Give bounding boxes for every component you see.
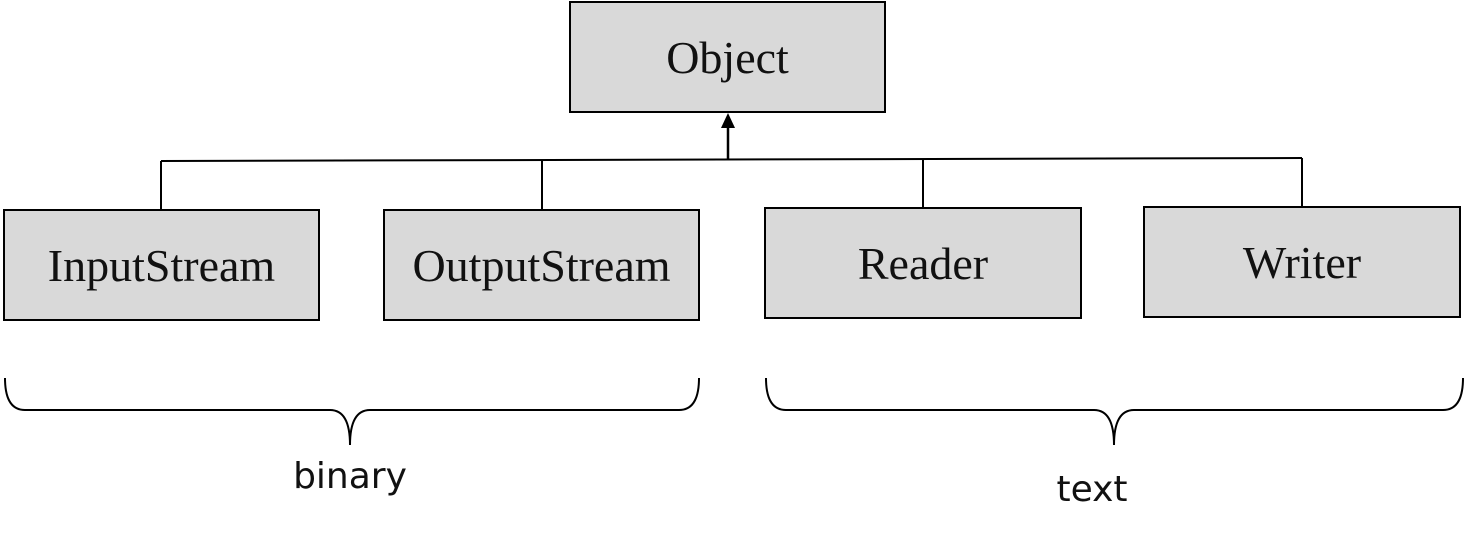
brace-binary (4, 377, 700, 446)
reader-class-box: Reader (764, 207, 1082, 319)
bus-line (160, 157, 1303, 162)
writer-class-box: Writer (1143, 206, 1461, 318)
inheritance-arrowhead (721, 113, 735, 128)
inputstream-class-box: InputStream (3, 209, 320, 321)
brace-text (765, 377, 1464, 446)
outputstream-class-box: OutputStream (383, 209, 700, 321)
text-group-label: text (1056, 469, 1128, 510)
object-class-box: Object (569, 1, 886, 113)
binary-group-label: binary (293, 456, 407, 497)
